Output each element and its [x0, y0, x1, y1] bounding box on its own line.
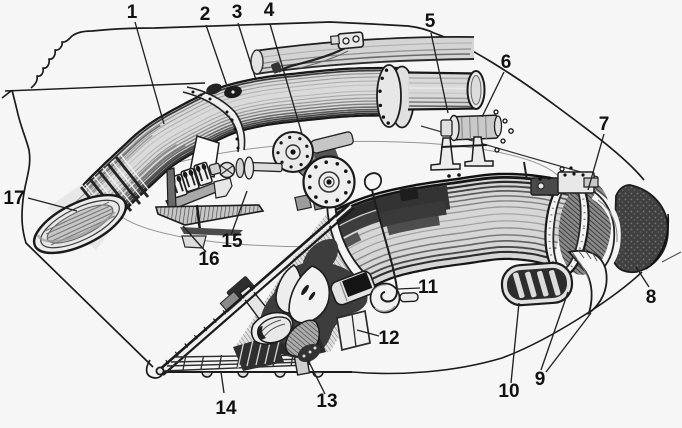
svg-text:12: 12: [378, 328, 399, 349]
svg-text:9: 9: [535, 369, 546, 390]
svg-text:16: 16: [198, 249, 219, 270]
svg-text:5: 5: [425, 11, 436, 32]
svg-text:15: 15: [221, 231, 243, 252]
svg-text:6: 6: [501, 52, 512, 73]
svg-text:1: 1: [127, 2, 138, 23]
svg-text:13: 13: [316, 391, 337, 412]
svg-text:11: 11: [418, 277, 439, 298]
svg-text:3: 3: [232, 2, 243, 23]
svg-text:2: 2: [200, 4, 211, 25]
svg-text:4: 4: [264, 0, 275, 21]
svg-text:17: 17: [3, 188, 24, 209]
svg-text:7: 7: [599, 114, 610, 135]
svg-text:8: 8: [646, 287, 657, 308]
svg-text:10: 10: [498, 381, 519, 402]
svg-text:14: 14: [215, 398, 237, 419]
